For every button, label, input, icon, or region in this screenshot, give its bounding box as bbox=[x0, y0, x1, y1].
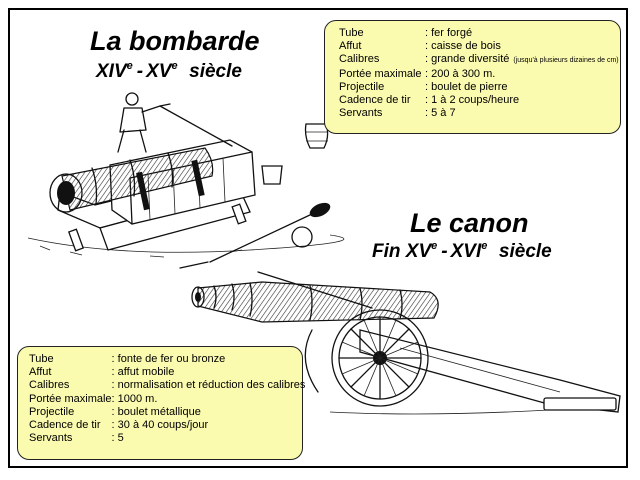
table-row: Servants : 5 bbox=[29, 432, 305, 445]
cannon-specs-box: Tube : fonte de fer ou bronze Affut : affu… bbox=[17, 346, 305, 460]
table-row: Projectile : boulet de pierre bbox=[339, 81, 619, 94]
spec-label: Calibres bbox=[29, 379, 70, 392]
bombard-barrel bbox=[49, 147, 214, 213]
spec-value: : caisse de bois bbox=[425, 40, 501, 53]
spec-value: : affut mobile bbox=[111, 366, 175, 379]
cannon-trail bbox=[359, 329, 621, 413]
table-row: Calibres : grande diversité(jusqu'à plusi… bbox=[339, 53, 619, 67]
table-row: Tube : fonte de fer ou bronze bbox=[29, 353, 305, 366]
spec-value: : 5 bbox=[111, 432, 124, 445]
cannon-wheel bbox=[331, 309, 429, 407]
spec-value: : grande diversité bbox=[425, 53, 510, 66]
table-row: Calibres : normalisation et réduction des… bbox=[29, 379, 305, 392]
table-row: Portée maximale: 1000 m. bbox=[29, 393, 305, 406]
bombard-title: La bombarde bbox=[90, 26, 260, 56]
gunner-figure bbox=[117, 92, 233, 153]
table-row: Affut : affut mobile bbox=[29, 366, 305, 379]
spec-label: Tube bbox=[29, 353, 54, 365]
spec-value: : 200 à 300 m. bbox=[425, 67, 496, 80]
bombard-specs-box: Tube : fer forgé Affut : caisse de bois Ca… bbox=[324, 20, 621, 134]
spec-value: : fonte de fer ou bronze bbox=[111, 353, 226, 365]
bombard-century: XIVe-XVe siècle bbox=[96, 60, 242, 82]
spec-label: Affut bbox=[339, 40, 362, 53]
cannon-specs-table: Tube : fonte de fer ou bronze Affut : affu… bbox=[29, 353, 305, 445]
spec-label: Cadence de tir bbox=[29, 419, 101, 432]
spec-note: (jusqu'à plusieurs dizaines de cm) bbox=[513, 57, 619, 65]
cannon-barrel bbox=[191, 281, 439, 323]
bucket-illustration bbox=[261, 165, 283, 185]
stone-ball-icon bbox=[291, 226, 313, 248]
spec-label: Affut bbox=[29, 366, 52, 379]
cannon-illustration bbox=[191, 271, 621, 415]
bombard-illustration bbox=[27, 92, 345, 269]
spec-label: Projectile bbox=[29, 405, 75, 418]
table-row: Portée maximale: 200 à 300 m. bbox=[339, 68, 619, 81]
spec-value: : 30 à 40 coups/jour bbox=[111, 419, 209, 432]
table-row: Cadence de tir : 30 à 40 coups/jour bbox=[29, 419, 305, 432]
spec-label: Cadence de tir bbox=[339, 94, 411, 107]
spec-label: Portée maximale bbox=[29, 392, 112, 405]
table-row: Projectile : boulet métallique bbox=[29, 406, 305, 419]
cannon-century: Fin XVe-XVIe siècle bbox=[372, 240, 552, 262]
spec-value: : 5 à 7 bbox=[425, 107, 456, 120]
table-row: Tube : fer forgé bbox=[339, 27, 619, 40]
table-row: Cadence de tir : 1 à 2 coups/heure bbox=[339, 94, 619, 107]
cannon-title: Le canon bbox=[410, 208, 529, 238]
spec-value: : normalisation et réduction des calibre… bbox=[111, 379, 306, 392]
spec-label: Projectile bbox=[339, 80, 385, 93]
spec-value: : fer forgé bbox=[425, 27, 473, 39]
spec-value: : boulet métallique bbox=[111, 405, 201, 418]
spec-label: Servants bbox=[29, 432, 73, 445]
spec-label: Servants bbox=[339, 107, 383, 120]
ladle-illustration bbox=[179, 202, 331, 269]
bombard-specs-table: Tube : fer forgé Affut : caisse de bois Ca… bbox=[339, 27, 619, 120]
table-row: Servants : 5 à 7 bbox=[339, 107, 619, 120]
table-row: Affut : caisse de bois bbox=[339, 40, 619, 53]
spec-label: Portée maximale bbox=[339, 67, 422, 80]
spec-label: Tube bbox=[339, 27, 364, 39]
spec-value: : 1000 m. bbox=[111, 392, 158, 405]
spec-value: : 1 à 2 coups/heure bbox=[425, 94, 520, 107]
spec-value: : boulet de pierre bbox=[425, 80, 508, 93]
spec-label: Calibres bbox=[339, 53, 380, 66]
